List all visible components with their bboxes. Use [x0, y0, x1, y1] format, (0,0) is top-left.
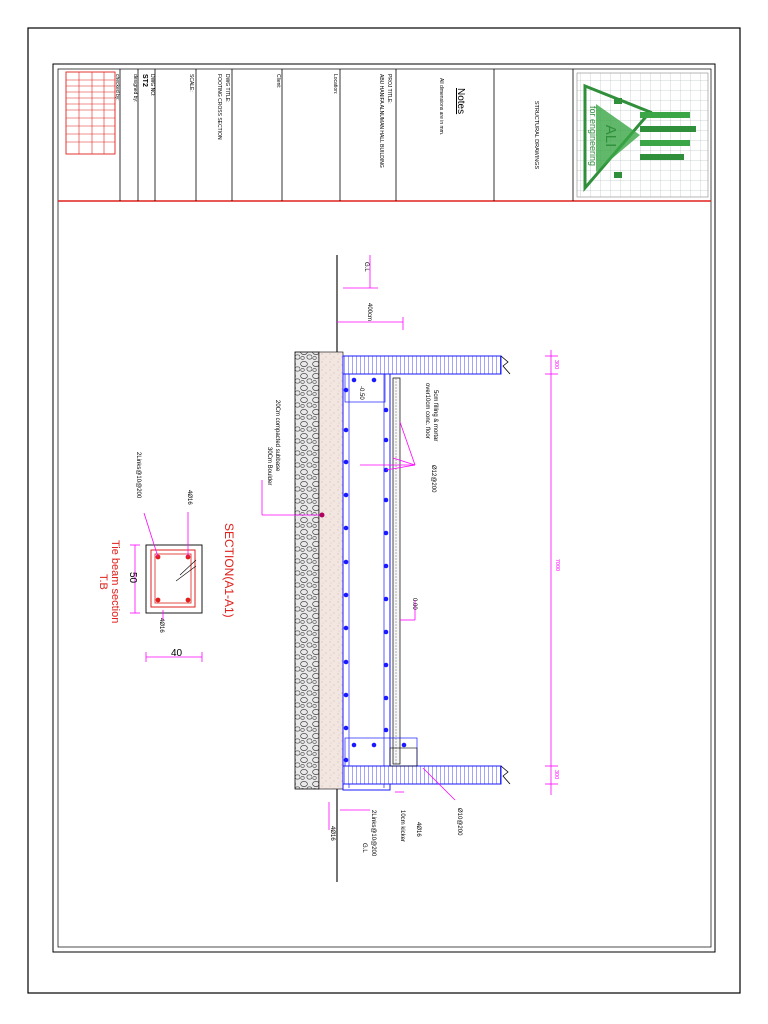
note-subbase: 20Cm compacted subbase [274, 400, 280, 472]
tie-beam-stirrup-outer [150, 549, 196, 608]
subbase-layer [318, 351, 344, 790]
right-wall [342, 765, 502, 785]
tie-beam-height: 50 [127, 572, 138, 584]
dim-total: 7000 [554, 559, 560, 571]
rebar-top-layer [351, 377, 407, 748]
note-boulder: 30Cm Boulder [266, 447, 272, 485]
company-logo: ALI for engineering [576, 72, 709, 198]
title-block: ALI for engineering STRUCTURAL DRAWINGS … [58, 69, 711, 202]
logo-brand-name: ALI [602, 125, 619, 148]
tie-beam-stirrup-inner [154, 553, 192, 604]
tie-beam-bars [155, 554, 191, 603]
note-4d16-left: 4Ø16 [329, 826, 335, 841]
revision-table [65, 71, 116, 155]
footing-section: G.L 400cm 300 7000 300 -0.50 0.00 5cm fi… [222, 255, 560, 882]
note-kicker: 10cm kicker [399, 810, 405, 842]
logo-tagline: for engineering [588, 106, 598, 166]
gl-bottom-label: G.L [361, 843, 367, 853]
tie-beam-section: 4Ø16 2Links@10@200 50 4Ø16 40 Tie beam s… [97, 452, 203, 662]
rebar-bottom-layer [343, 387, 349, 763]
tie-beam-width: 40 [171, 648, 183, 659]
boulder-layer [294, 351, 320, 790]
note-mesh: Ø12@200 [430, 465, 436, 493]
notes-heading: Notes [455, 88, 466, 114]
note-links: 2Links@10@200 [370, 810, 376, 857]
note-4d16-right: 4Ø16 [415, 822, 421, 837]
note-screed-1: 5cm filling & mortar [432, 390, 438, 441]
dwg-no-value: ST2 [141, 74, 148, 87]
proj-title-value: ABU HANIFA ALNUMAN HALL BUILDING [378, 74, 384, 168]
raft-slab [342, 355, 391, 791]
tie-beam-top-bars: 4Ø16 [186, 490, 192, 505]
floor-screed [392, 377, 401, 765]
tie-beam-outline [145, 544, 203, 614]
note-screed-2: over10cm conc. floor [424, 383, 430, 439]
checked-by-label: checked by: [114, 74, 120, 101]
tie-beam-subtitle: T.B [97, 574, 109, 590]
tie-beam-title: Tie beam section [109, 540, 121, 623]
outer-border [27, 27, 741, 994]
proj-title-label: PROJ TITLE: [386, 74, 392, 104]
level-000: 0.00 [411, 598, 417, 610]
inner-border [52, 63, 716, 953]
inner-border-2 [57, 68, 712, 948]
gl-top-label: G.L [363, 262, 369, 272]
tie-beam-bottom-bars: 4Ø16 [158, 618, 164, 633]
note-vertical-bars: Ø10@200 [456, 808, 462, 836]
client-label: Client: [275, 74, 281, 88]
location-label: Location: [332, 74, 338, 94]
designed-by-label: designed by: [132, 74, 138, 102]
dim-right-wall: 300 [553, 770, 559, 779]
drawing-type-label: STRUCTURAL DRAWINGS [533, 101, 539, 170]
section-title: SECTION(A1-A1) [222, 523, 236, 618]
dwg-title-value: FOOTING CROSS SECTION [216, 74, 222, 140]
dwg-no-label: DWG NO: [149, 74, 155, 97]
dim-400cm: 400cm [366, 303, 372, 321]
dim-left-wall: 300 [553, 360, 559, 369]
level-minus-050: -0.50 [358, 386, 364, 400]
dwg-title-label: DWG TITLE: [224, 74, 230, 103]
left-wall [342, 355, 502, 375]
dimension-lines [261, 255, 558, 830]
notes-text: All dimensions are in mm. [438, 78, 444, 135]
tie-beam-links: 2Links@10@200 [135, 452, 141, 499]
scale-label: SCALE: [188, 74, 194, 92]
